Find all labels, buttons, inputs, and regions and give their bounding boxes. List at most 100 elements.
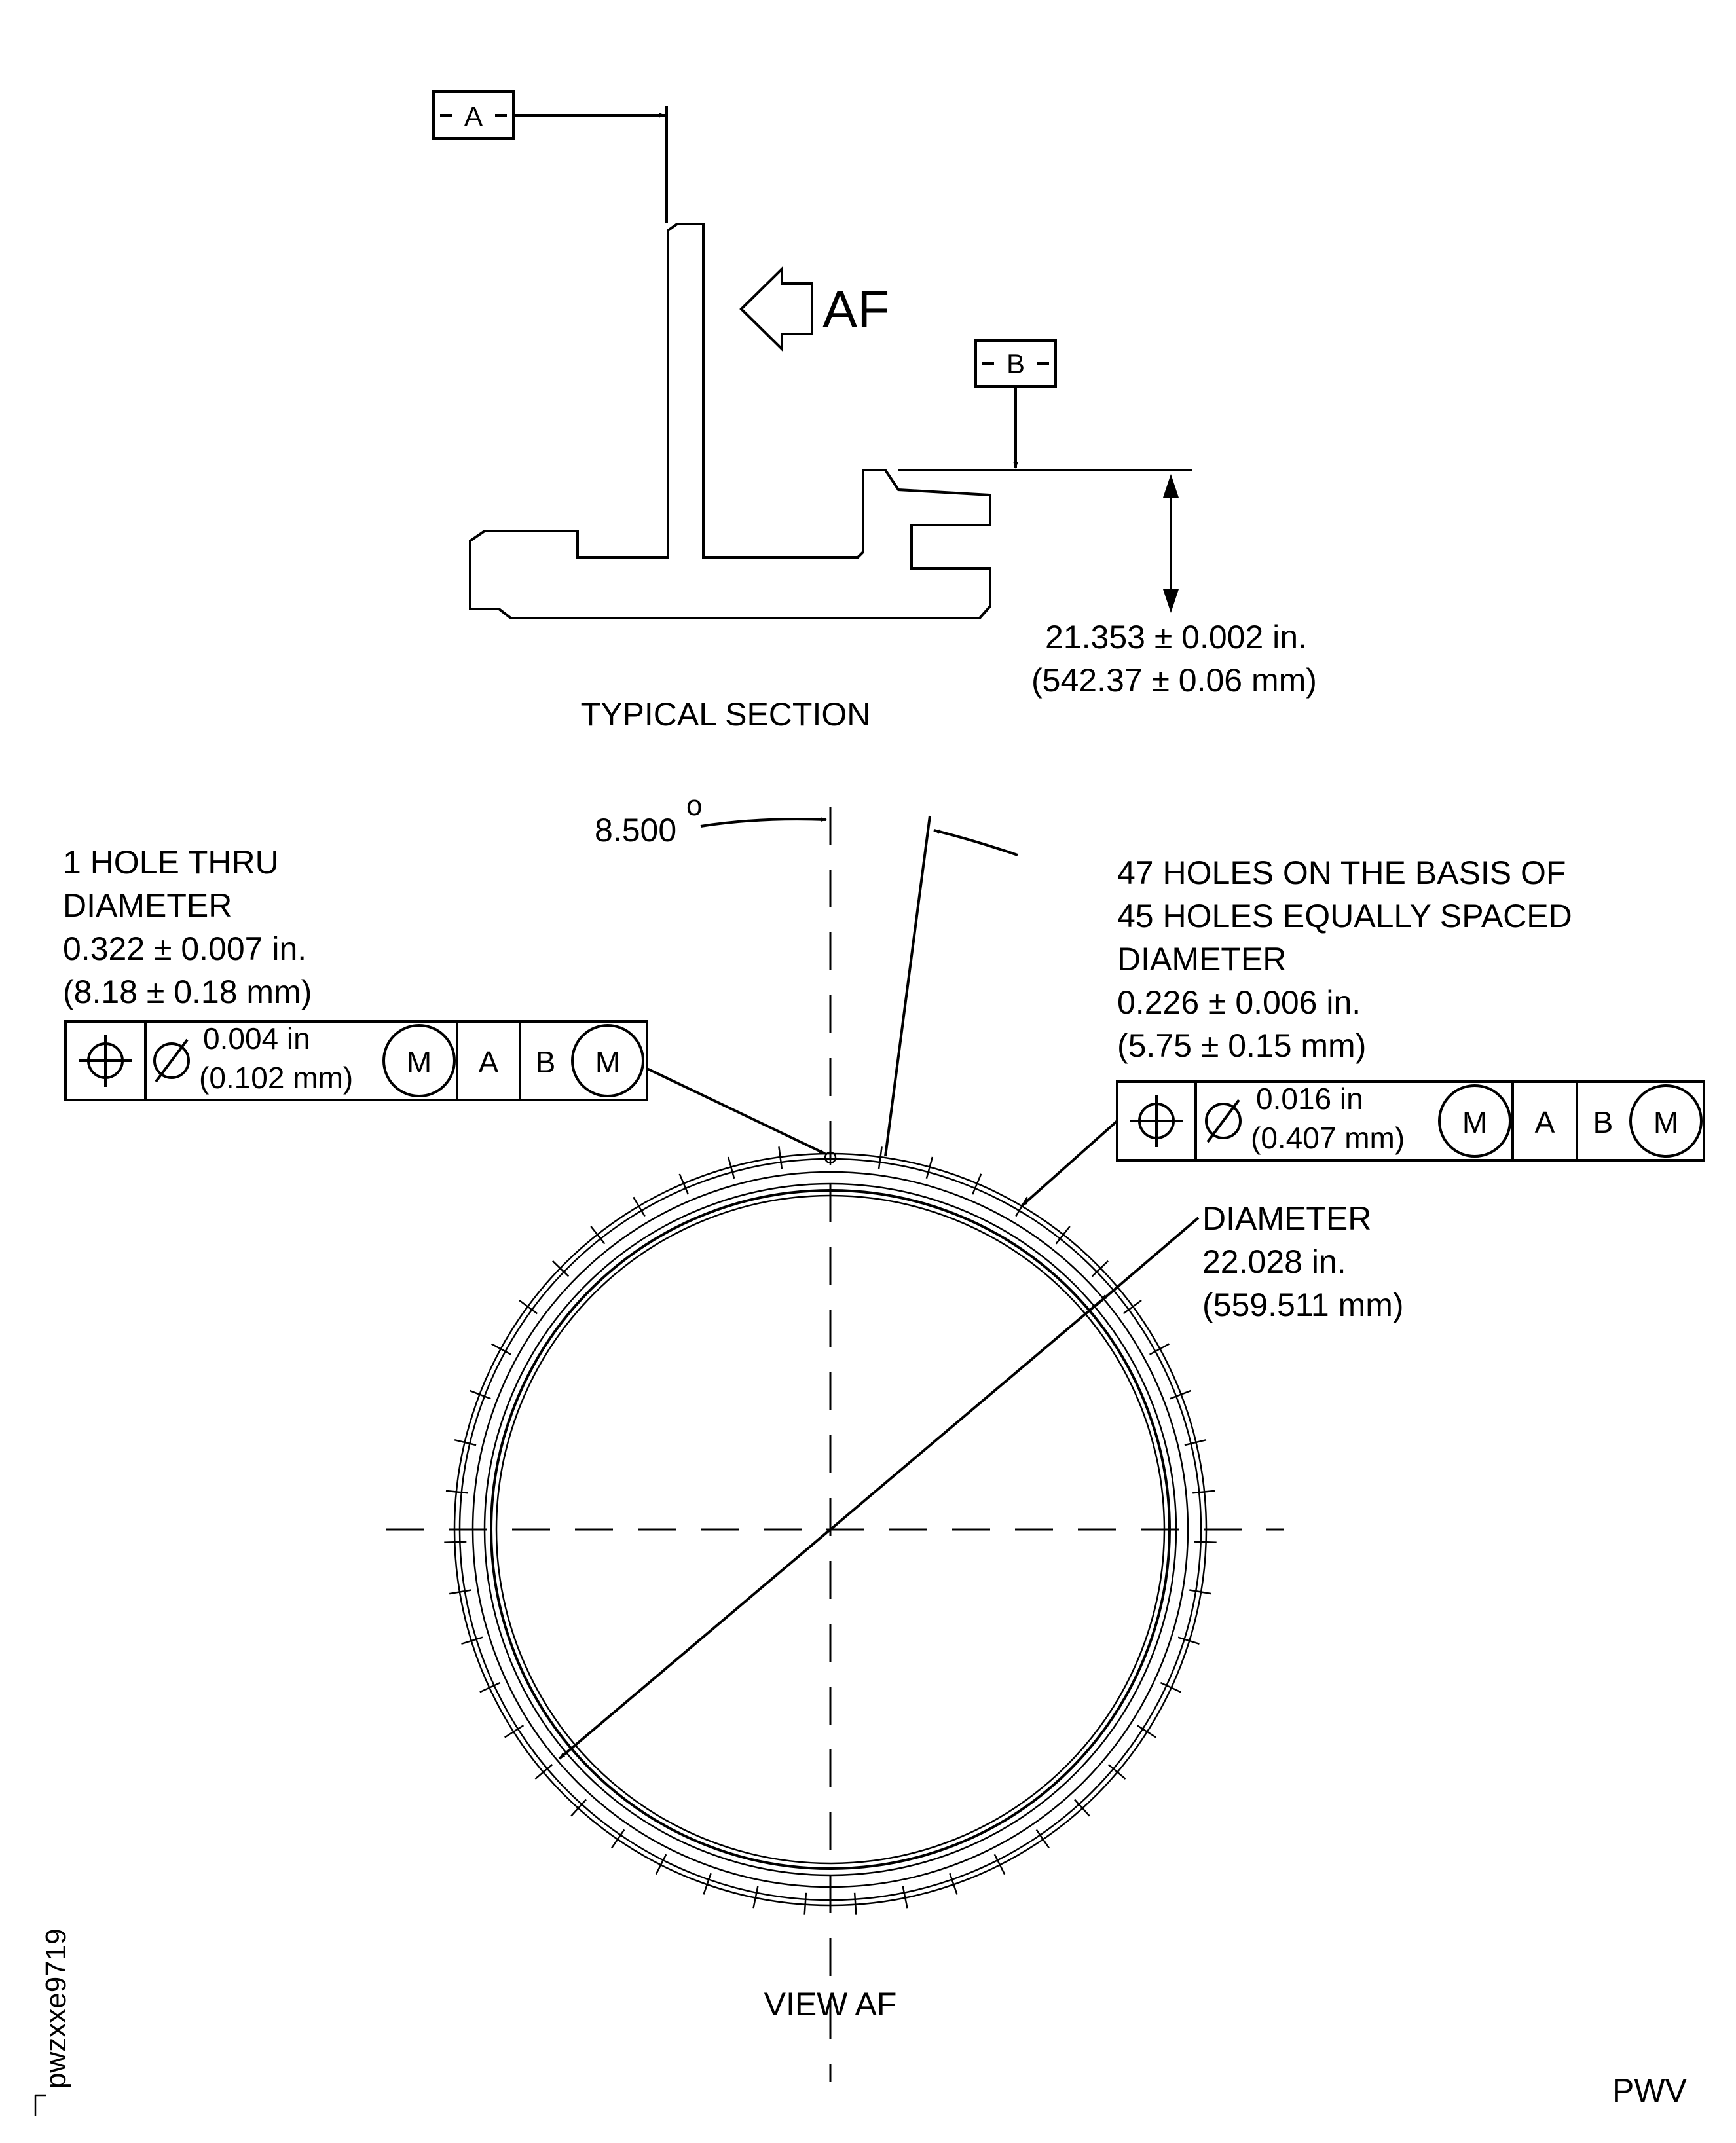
hole-tick <box>552 1260 570 1277</box>
holes47-tolerance-inch: 0.016 in <box>1256 1082 1363 1116</box>
hole-tick <box>454 1438 477 1446</box>
diameter-line2: 22.028 in. <box>1202 1243 1346 1280</box>
hole-thru-leader <box>646 1067 826 1155</box>
section-profile <box>469 223 991 619</box>
ring-inner-3 <box>495 1194 1166 1865</box>
mmc-modifier-icon <box>1438 1084 1511 1158</box>
hole-marker <box>824 1151 837 1164</box>
view-af-arrow: AF <box>739 266 889 352</box>
height-arrow-top <box>1163 474 1179 498</box>
hole-thru-callout: 1 HOLE THRU DIAMETER 0.322 ± 0.007 in. (… <box>63 844 826 1155</box>
ring-inner-1 <box>483 1182 1177 1877</box>
hole-tick <box>703 1873 712 1895</box>
footer: pwzxxe9719 PWV <box>34 1928 1688 2116</box>
holes47-line3: DIAMETER <box>1117 941 1286 978</box>
hole-tick <box>1177 1636 1200 1645</box>
hole-tick <box>611 1829 625 1849</box>
hole-tick <box>1055 1226 1071 1245</box>
hole-tick <box>469 1389 491 1400</box>
hole-tick <box>461 1636 483 1645</box>
hole-tick <box>1189 1589 1212 1595</box>
holes47-callout: 47 HOLES ON THE BASIS OF 45 HOLES EQUALL… <box>1020 854 1705 1207</box>
holes47-datum-1: A <box>1535 1105 1555 1139</box>
hole-tick <box>449 1589 471 1595</box>
height-dimension-inch: 21.353 ± 0.002 in. <box>1045 619 1307 655</box>
hole-tick <box>1091 1260 1109 1277</box>
hole-tick <box>1149 1343 1170 1355</box>
hole-pattern <box>444 1143 1217 1915</box>
height-dimension-mm: (542.37 ± 0.06 mm) <box>1031 662 1317 699</box>
diameter-dimension-line <box>558 1294 1108 1760</box>
hole-thru-line4: (8.18 ± 0.18 mm) <box>63 974 312 1010</box>
diameter-line3: (559.511 mm) <box>1202 1287 1404 1323</box>
hole-thru-line1: 1 HOLE THRU <box>63 844 279 881</box>
feature-control-frame-hole: 0.004 in (0.102 mm) M A B M <box>64 1020 648 1101</box>
hole-tick <box>949 1873 958 1895</box>
hole-tick <box>902 1886 908 1909</box>
drawing-code: PWV <box>1612 2072 1688 2109</box>
mmc-modifier-icon <box>382 1024 456 1097</box>
hole-tick <box>925 1156 934 1179</box>
hole-tick <box>803 1892 807 1915</box>
angle-value: 8.500 <box>595 812 676 849</box>
holes47-mmc-modifier: M <box>1462 1105 1487 1139</box>
hole-tick <box>491 1343 511 1355</box>
diameter-dimension: DIAMETER 22.028 in. (559.511 mm) <box>558 1200 1404 1760</box>
holes47-tolerance-mm: (0.407 mm) <box>1251 1121 1405 1155</box>
hole-datum-mmc-modifier: M <box>595 1045 620 1079</box>
hole-tick <box>993 1854 1006 1875</box>
datum-b-feature-control: B <box>974 339 1057 469</box>
datum-mmc-modifier-icon <box>1629 1084 1703 1158</box>
angle-degree-symbol: o <box>686 790 702 822</box>
view-af: 8.500 o 1 HOLE THRU DIAMETER 0.322 ± 0.0… <box>63 790 1705 2082</box>
ring-bolt-circle <box>471 1171 1189 1888</box>
view-af-caption: VIEW AF <box>764 1986 897 2023</box>
hole-tick <box>570 1799 587 1817</box>
hole-tick <box>534 1764 553 1780</box>
hole-tick <box>752 1886 759 1909</box>
hole-tick <box>590 1226 606 1245</box>
holes47-line4: 0.226 ± 0.006 in. <box>1117 984 1361 1021</box>
hole-tick <box>479 1681 501 1693</box>
hole-thru-line2: DIAMETER <box>63 887 232 924</box>
hole-thru-line3: 0.322 ± 0.007 in. <box>63 930 306 967</box>
hole-tick <box>655 1854 667 1875</box>
feature-control-frame-holes47: 0.016 in (0.407 mm) M A B M <box>1116 1080 1705 1162</box>
hole-tick <box>853 1892 857 1915</box>
diameter-line1: DIAMETER <box>1202 1200 1371 1237</box>
hole-tick <box>778 1146 783 1169</box>
hole-tick <box>445 1490 468 1494</box>
position-tolerance-icon <box>1130 1095 1183 1147</box>
hole-tick <box>633 1196 646 1217</box>
hole-tick <box>727 1156 735 1179</box>
figure-id: pwzxxe9719 <box>40 1928 72 2089</box>
typical-section-caption: TYPICAL SECTION <box>581 696 871 733</box>
holes47-datum-mmc-modifier: M <box>1653 1105 1678 1139</box>
hole-tick <box>1107 1764 1126 1780</box>
holes47-line5: (5.75 ± 0.15 mm) <box>1117 1027 1366 1064</box>
datum-b-label: B <box>1007 348 1025 379</box>
hole-datum-1: A <box>479 1045 499 1079</box>
hole-tick <box>504 1725 525 1738</box>
hole-tick <box>678 1173 690 1195</box>
holes47-datum-2: B <box>1593 1105 1614 1139</box>
hole-tick <box>1136 1725 1156 1738</box>
hole-mmc-modifier: M <box>407 1045 432 1079</box>
datum-a-label: A <box>464 101 483 132</box>
typical-section: A AF B 21.353 ± 0.002 in. (542.37 ± 0.06… <box>432 90 1317 733</box>
hole-datum-2: B <box>536 1045 556 1079</box>
angle-reference-line <box>884 815 931 1157</box>
hole-tolerance-mm: (0.102 mm) <box>199 1061 353 1095</box>
height-arrow-bottom <box>1163 589 1179 613</box>
view-af-label: AF <box>822 280 889 339</box>
hole-tick <box>1035 1829 1050 1849</box>
hole-tick <box>1194 1541 1217 1543</box>
hole-tolerance-inch: 0.004 in <box>203 1021 310 1055</box>
hole-tick <box>1160 1681 1181 1693</box>
holes47-leader <box>1020 1120 1118 1207</box>
hole-tick <box>1015 1196 1028 1217</box>
datum-a-feature-control: A <box>432 90 666 140</box>
diameter-symbol-icon <box>153 1038 190 1083</box>
hole-tick <box>519 1299 538 1315</box>
